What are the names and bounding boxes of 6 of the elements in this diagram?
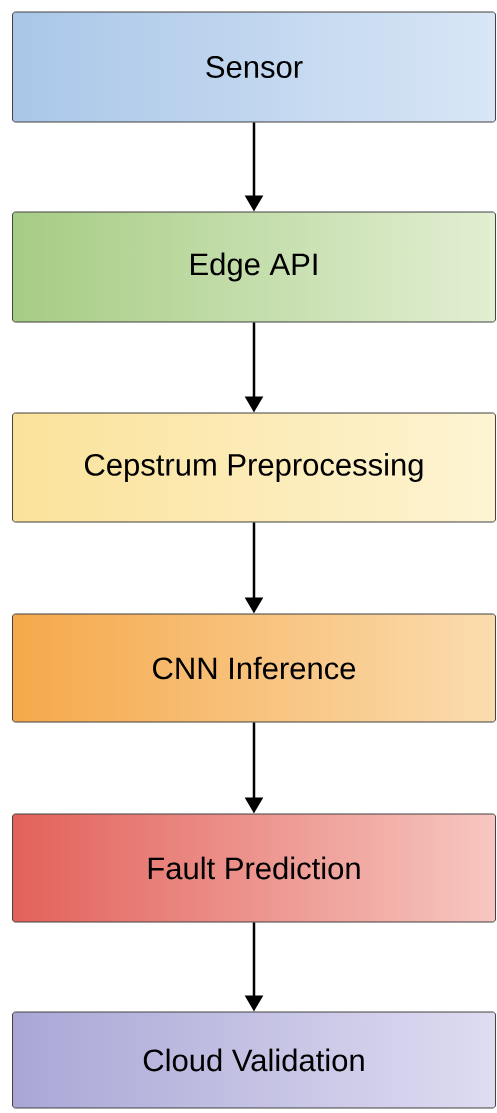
process-box: Cepstrum Preprocessing [12, 412, 496, 523]
process-box: Cloud Validation [12, 1011, 496, 1109]
process-box: CNN Inference [12, 613, 496, 723]
process-box: Fault Prediction [12, 813, 496, 923]
process-box: Sensor [12, 11, 496, 123]
process-box: Edge API [12, 211, 496, 323]
